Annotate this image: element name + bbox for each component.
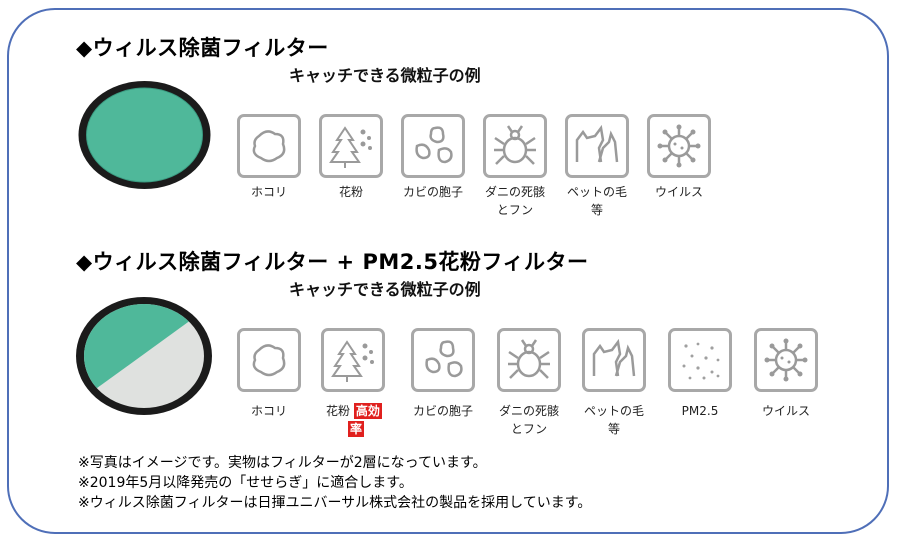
- mold-spore-icon: [425, 340, 463, 378]
- label2-pet: ペットの毛等: [583, 404, 644, 436]
- tile-pet: [565, 114, 629, 178]
- dust-icon: [252, 344, 286, 377]
- label-pollen: 花粉: [338, 185, 363, 199]
- label-pet: ペットの毛等: [566, 185, 627, 217]
- filter-photo-double: [75, 296, 213, 416]
- high-efficiency-badge-line2: 率: [348, 421, 365, 437]
- label2-mold: カビの胞子: [412, 404, 473, 418]
- section2-subheading: キャッチできる微粒子の例: [289, 280, 481, 299]
- tile2-pm25: [668, 328, 732, 392]
- pm25-icon: [682, 342, 720, 380]
- section2-heading: ◆ウィルス除菌フィルター + PM2.5花粉フィルター: [76, 250, 589, 274]
- note-1: ※写真はイメージです。実物はフィルターが2層になっています。: [78, 455, 487, 471]
- tile-pollen: [319, 114, 383, 178]
- tile2-pollen: [321, 328, 385, 392]
- label-virus: ウイルス: [654, 185, 703, 199]
- pollen-icon: [331, 340, 374, 382]
- tile-virus: [647, 114, 711, 178]
- section1-subheading: キャッチできる微粒子の例: [289, 66, 481, 85]
- virus-icon: [657, 124, 701, 168]
- pet-hair-icon: [592, 338, 636, 377]
- tile-mold: [401, 114, 465, 178]
- high-efficiency-badge: 高効: [353, 403, 382, 419]
- tile-dust: [237, 114, 301, 178]
- label2-pollen: 花粉 高効 率: [326, 403, 382, 437]
- section1-heading: ◆ウィルス除菌フィルター: [76, 36, 329, 60]
- dust-icon: [252, 130, 286, 163]
- label2-mite: ダニの死骸とフン: [498, 404, 559, 436]
- tile2-mold: [411, 328, 475, 392]
- mold-spore-icon: [415, 126, 453, 164]
- mite-icon: [508, 339, 550, 379]
- tile2-pet: [582, 328, 646, 392]
- note-3: ※ウィルス除菌フィルターは日揮ユニバーサル株式会社の製品を採用しています。: [78, 495, 592, 511]
- tile2-dust: [237, 328, 301, 392]
- tile2-mite: [497, 328, 561, 392]
- label-mold: カビの胞子: [402, 185, 463, 199]
- tile2-virus: [754, 328, 818, 392]
- label2-virus: ウイルス: [761, 404, 810, 418]
- pollen-icon: [329, 126, 372, 168]
- content-frame: [7, 8, 889, 534]
- label-mite: ダニの死骸とフン: [484, 185, 545, 217]
- virus-icon: [764, 338, 808, 382]
- mite-icon: [494, 125, 536, 165]
- note-2: ※2019年5月以降発売の「せせらぎ」に適合します。: [78, 475, 413, 491]
- label-dust: ホコリ: [250, 185, 287, 199]
- label2-dust: ホコリ: [250, 404, 287, 418]
- tile-mite: [483, 114, 547, 178]
- filter-photo-single: [77, 80, 212, 190]
- pet-hair-icon: [575, 124, 619, 163]
- label2-pm25: PM2.5: [681, 404, 719, 418]
